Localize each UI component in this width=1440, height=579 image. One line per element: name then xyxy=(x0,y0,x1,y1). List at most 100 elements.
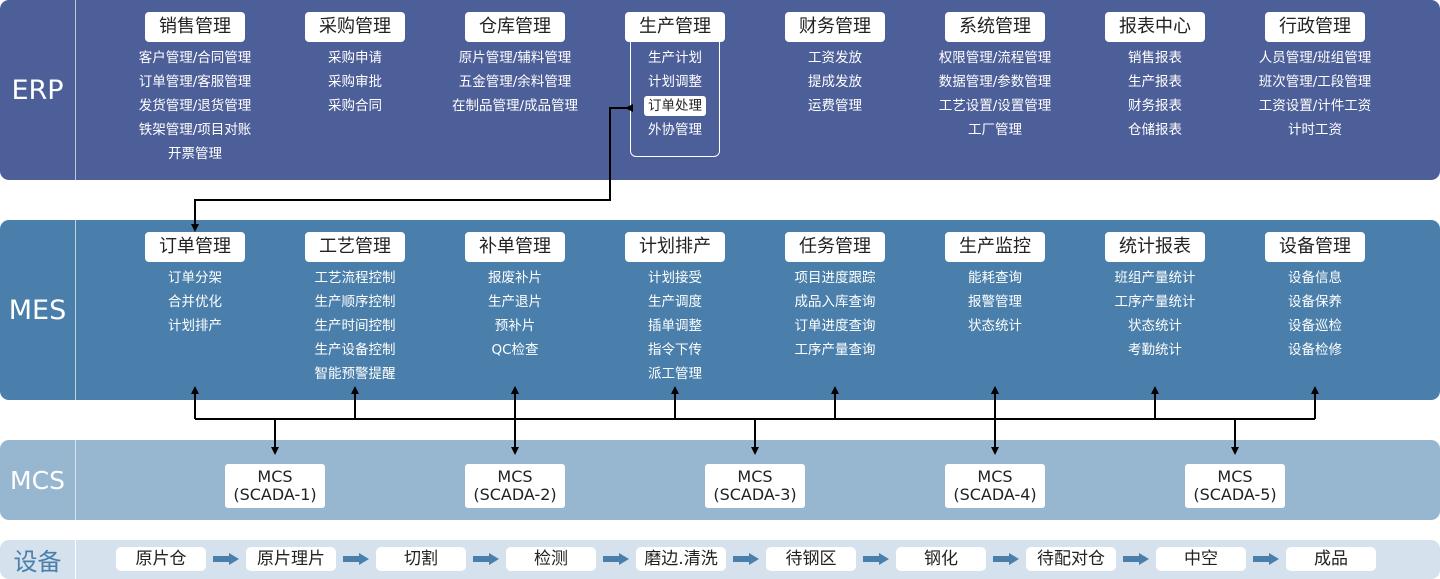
erp-module-item[interactable]: 生产计划 xyxy=(648,50,702,66)
erp-module-item[interactable]: 发货管理/退货管理 xyxy=(138,98,252,114)
erp-module-item[interactable]: 计划调整 xyxy=(648,74,702,90)
mes-module-item[interactable]: 指令下传 xyxy=(648,342,702,358)
erp-module-item[interactable]: 运费管理 xyxy=(808,98,862,114)
mes-module-item[interactable]: 插单调整 xyxy=(648,318,702,334)
mes-module-title[interactable]: 生产监控 xyxy=(945,232,1045,262)
mes-module-title[interactable]: 设备管理 xyxy=(1265,232,1365,262)
mes-module-item[interactable]: 生产时间控制 xyxy=(314,318,396,334)
erp-module-item[interactable]: 铁架管理/项目对账 xyxy=(138,122,252,138)
process-step[interactable]: 原片仓 xyxy=(116,547,206,571)
mcs-node-sublabel: (SCADA-3) xyxy=(713,485,797,504)
mes-module: 补单管理报废补片生产退片预补片 QC检查 xyxy=(427,232,603,362)
process-step[interactable]: 成品 xyxy=(1286,547,1376,571)
erp-module-item[interactable]: 采购合同 xyxy=(328,98,382,114)
erp-module-item[interactable]: 订单处理 xyxy=(644,96,706,116)
mes-module-item[interactable]: 报警管理 xyxy=(968,294,1022,310)
mes-module-item[interactable]: 设备检修 xyxy=(1288,342,1342,358)
erp-module-title[interactable]: 生产管理 xyxy=(625,12,725,42)
mes-module-item[interactable]: 工序产量查询 xyxy=(794,342,876,358)
process-step[interactable]: 切割 xyxy=(376,547,466,571)
mcs-scada-node[interactable]: MCS(SCADA-5) xyxy=(1185,464,1285,508)
mes-module-item[interactable]: 生产退片 xyxy=(488,294,542,310)
mes-module-item[interactable]: 计划排产 xyxy=(168,318,222,334)
process-step[interactable]: 钢化 xyxy=(896,547,986,571)
erp-module-item[interactable]: 数据管理/参数管理 xyxy=(938,74,1052,90)
erp-module-item[interactable]: 权限管理/流程管理 xyxy=(938,50,1052,66)
mes-module-item[interactable]: 工序产量统计 xyxy=(1114,294,1196,310)
mes-module-item[interactable]: 订单分架 xyxy=(168,270,222,286)
mes-module-title[interactable]: 工艺管理 xyxy=(305,232,405,262)
mes-module-item[interactable]: 设备信息 xyxy=(1288,270,1342,286)
erp-module-title[interactable]: 财务管理 xyxy=(785,12,885,42)
process-step[interactable]: 检测 xyxy=(506,547,596,571)
mes-module-item[interactable]: 设备保养 xyxy=(1288,294,1342,310)
erp-module-item[interactable]: 原片管理/辅料管理 xyxy=(458,50,572,66)
mes-module-title[interactable]: 统计报表 xyxy=(1105,232,1205,262)
mcs-scada-node[interactable]: MCS(SCADA-1) xyxy=(225,464,325,508)
erp-module-item[interactable]: 外协管理 xyxy=(648,122,702,138)
erp-module-items: 人员管理/班组管理班次管理/工段管理工资设置/计件工资计时工资 xyxy=(1227,46,1403,142)
mes-module-item[interactable]: 成品入库查询 xyxy=(794,294,876,310)
erp-module-item[interactable]: 五金管理/余料管理 xyxy=(458,74,572,90)
mes-module-title[interactable]: 计划排产 xyxy=(625,232,725,262)
erp-module-item[interactable]: 生产报表 xyxy=(1128,74,1182,90)
erp-module-item[interactable]: 工厂管理 xyxy=(968,122,1022,138)
erp-module-item[interactable]: 开票管理 xyxy=(168,146,222,162)
mes-module-item[interactable]: 计划接受 xyxy=(648,270,702,286)
mes-module-item[interactable]: 生产调度 xyxy=(648,294,702,310)
mes-module-item[interactable]: 项目进度跟踪 xyxy=(794,270,876,286)
mes-module-item[interactable]: 状态统计 xyxy=(1128,318,1182,334)
mes-module-item[interactable]: 报废补片 xyxy=(488,270,542,286)
erp-module-title[interactable]: 销售管理 xyxy=(145,12,245,42)
erp-module-items: 原片管理/辅料管理五金管理/余料管理在制品管理/成品管理 xyxy=(427,46,603,118)
erp-module-title[interactable]: 行政管理 xyxy=(1265,12,1365,42)
mcs-scada-node[interactable]: MCS(SCADA-4) xyxy=(945,464,1045,508)
erp-module-item[interactable]: 在制品管理/成品管理 xyxy=(451,98,579,114)
erp-module-items: 客户管理/合同管理订单管理/客服管理发货管理/退货管理铁架管理/项目对账开票管理 xyxy=(107,46,283,166)
erp-module-item[interactable]: 人员管理/班组管理 xyxy=(1258,50,1372,66)
mes-module-item[interactable]: 预补片 xyxy=(494,318,536,334)
mes-module-item[interactable]: 订单进度查询 xyxy=(794,318,876,334)
erp-module-item[interactable]: 提成发放 xyxy=(808,74,862,90)
mcs-scada-node[interactable]: MCS(SCADA-3) xyxy=(705,464,805,508)
mes-module-title[interactable]: 任务管理 xyxy=(785,232,885,262)
mes-module-item[interactable]: 派工管理 xyxy=(648,366,702,382)
device-layer-label: 设备 xyxy=(0,540,76,579)
mes-module-item[interactable]: 考勤统计 xyxy=(1128,342,1182,358)
erp-module-item[interactable]: 客户管理/合同管理 xyxy=(138,50,252,66)
erp-module-item[interactable]: 工资设置/计件工资 xyxy=(1258,98,1372,114)
mcs-scada-node[interactable]: MCS(SCADA-2) xyxy=(465,464,565,508)
erp-module-item[interactable]: 采购审批 xyxy=(328,74,382,90)
erp-module-item[interactable]: 计时工资 xyxy=(1288,122,1342,138)
mes-module-item[interactable]: 生产顺序控制 xyxy=(314,294,396,310)
erp-module-title[interactable]: 报表中心 xyxy=(1105,12,1205,42)
erp-module-item[interactable]: 班次管理/工段管理 xyxy=(1258,74,1372,90)
mes-module-title[interactable]: 补单管理 xyxy=(465,232,565,262)
mes-module-items: 班组产量统计工序产量统计状态统计考勤统计 xyxy=(1067,266,1243,362)
erp-module-item[interactable]: 财务报表 xyxy=(1128,98,1182,114)
process-step[interactable]: 待配对仓 xyxy=(1026,547,1116,571)
erp-module-item[interactable]: 工资发放 xyxy=(808,50,862,66)
process-step[interactable]: 磨边.清洗 xyxy=(636,547,726,571)
erp-module-item[interactable]: 订单管理/客服管理 xyxy=(138,74,252,90)
process-step[interactable]: 待钢区 xyxy=(766,547,856,571)
mes-module-item[interactable]: QC检查 xyxy=(491,342,539,358)
erp-module-item[interactable]: 工艺设置/设置管理 xyxy=(938,98,1052,114)
erp-module-item[interactable]: 销售报表 xyxy=(1128,50,1182,66)
erp-module-item[interactable]: 仓储报表 xyxy=(1128,122,1182,138)
mes-module-title[interactable]: 订单管理 xyxy=(145,232,245,262)
mes-module-item[interactable]: 生产设备控制 xyxy=(314,342,396,358)
mes-module-item[interactable]: 状态统计 xyxy=(968,318,1022,334)
erp-module-title[interactable]: 采购管理 xyxy=(305,12,405,42)
process-step[interactable]: 中空 xyxy=(1156,547,1246,571)
mes-module-item[interactable]: 能耗查询 xyxy=(968,270,1022,286)
mes-module-item[interactable]: 智能预警提醒 xyxy=(314,366,396,382)
mes-module-item[interactable]: 班组产量统计 xyxy=(1114,270,1196,286)
erp-module-title[interactable]: 系统管理 xyxy=(945,12,1045,42)
mes-module-item[interactable]: 工艺流程控制 xyxy=(314,270,396,286)
erp-module-item[interactable]: 采购申请 xyxy=(328,50,382,66)
process-step[interactable]: 原片理片 xyxy=(246,547,336,571)
erp-module-title[interactable]: 仓库管理 xyxy=(465,12,565,42)
mes-module-item[interactable]: 合并优化 xyxy=(168,294,222,310)
mes-module-item[interactable]: 设备巡检 xyxy=(1288,318,1342,334)
